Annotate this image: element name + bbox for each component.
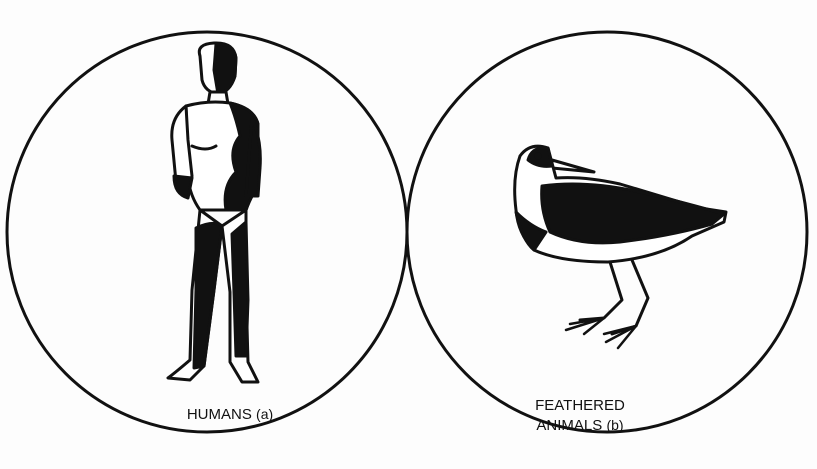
human-figure-icon [168,43,260,382]
set-a-tag: (a) [256,406,273,422]
set-b-name-line2: ANIMALS [536,417,602,434]
set-b-label: FEATHERED ANIMALS (b) [520,396,640,437]
set-a-name: HUMANS [187,406,252,423]
set-b-tag: (b) [606,417,623,433]
bird-icon [515,146,726,348]
set-b-name-line1: FEATHERED [520,396,640,416]
set-a-label: HUMANS (a) [175,405,285,425]
